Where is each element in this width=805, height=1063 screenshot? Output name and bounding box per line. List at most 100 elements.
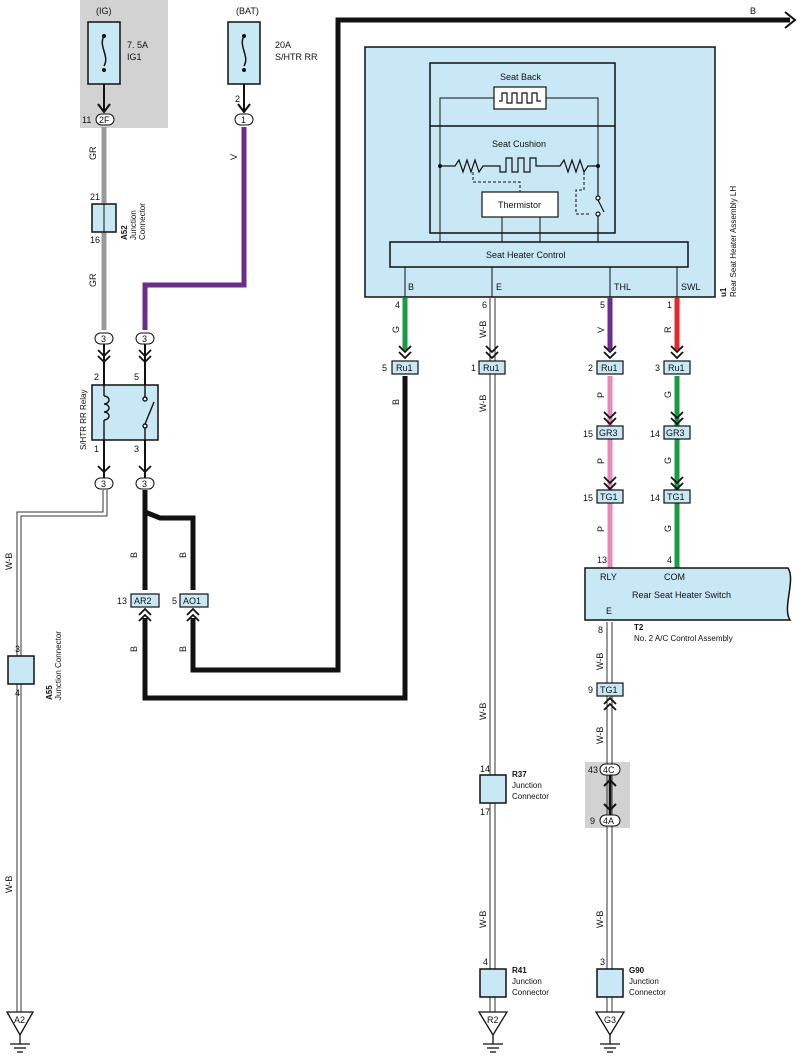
- bat-fuse-name: S/HTR RR: [275, 52, 318, 62]
- seat-heater-control-box: [389, 241, 689, 268]
- wb-label-t2-1: W-B: [595, 653, 605, 670]
- ru1-arrows-icon: [398, 345, 684, 360]
- b-wire-ao1-loop: [190, 17, 790, 673]
- r41-pin-top: 4: [483, 957, 488, 967]
- v-wire-bat: [142, 127, 247, 330]
- b-label-relay-right: B: [178, 552, 188, 558]
- relay-pin-coil-top: 2: [94, 372, 99, 382]
- g-label-swl-2: G: [663, 457, 673, 464]
- b-label-ar2-bot: B: [129, 646, 139, 652]
- ig-fuse-term2: [102, 68, 106, 72]
- r41-line1: Junction: [512, 977, 542, 986]
- a52-pin-bot: 16: [90, 235, 100, 245]
- gr3-name-p: GR3: [599, 428, 618, 438]
- seat-back-heater-icon: [499, 92, 541, 104]
- ig-conn-label: 2F: [99, 115, 110, 125]
- r41-code: R41: [512, 966, 527, 975]
- thermistor-box: [481, 191, 559, 218]
- wb-wire-a55: [16, 490, 108, 1012]
- wb-label-a55-top: W-B: [4, 553, 14, 570]
- r37-box: [479, 774, 507, 804]
- r41-line2: Connector: [512, 988, 549, 997]
- ig-fuse-box: [87, 21, 121, 85]
- conn-4c-arrow-icon: [603, 778, 617, 787]
- tg1-pin-p: 15: [583, 493, 593, 503]
- bat-conn-1: [234, 113, 254, 126]
- ground-g3-label: G3: [604, 1015, 616, 1025]
- ao1-arrow-icon: [186, 607, 200, 622]
- r37-pin-top: 14: [480, 764, 490, 774]
- ground-a2-icon: [5, 1011, 35, 1053]
- gr3-conn-p: [596, 425, 624, 440]
- thermistor-leads: [501, 217, 541, 242]
- conn-4c-pin: 43: [588, 765, 598, 775]
- ao1-name: AO1: [183, 596, 201, 606]
- wb-label-t2-2: W-B: [595, 727, 605, 744]
- conn-4a-pin: 9: [590, 816, 595, 826]
- u1-term-b: B: [408, 282, 414, 292]
- control-terminal-leads: [404, 267, 678, 297]
- wb-label-e-r37: W-B: [478, 703, 488, 720]
- g-label-swl-1: G: [663, 391, 673, 398]
- tg1-wb-arrow-icon: [603, 696, 617, 711]
- ru1-name-swl: Ru1: [668, 363, 685, 373]
- g90-box: [596, 968, 624, 998]
- bat-fuse-term: [242, 34, 246, 38]
- conn-4c-name: 4C: [603, 765, 615, 775]
- a52-line2: Connector: [138, 203, 147, 240]
- relay-pin-sw-bot: 3: [134, 444, 139, 454]
- g-label-swl-3: G: [663, 525, 673, 532]
- relay-pin-sw-top: 5: [134, 372, 139, 382]
- u1-code: u1: [719, 287, 728, 297]
- ru1-conn-thl: [596, 360, 624, 375]
- r37-code: R37: [512, 770, 527, 779]
- t2-pin-rly: 13: [597, 555, 607, 565]
- t2-code: T2: [634, 623, 644, 632]
- a55-line1: Junction Connector: [54, 631, 63, 700]
- tg1-conn-g: [663, 489, 691, 504]
- g90-code: G90: [629, 966, 645, 975]
- t2-e: E: [606, 606, 612, 616]
- t2-pin-e: 8: [598, 625, 603, 635]
- relay-coil-icon: [103, 395, 110, 421]
- gr3-pin-g: 14: [650, 429, 660, 439]
- u1-name: Rear Seat Heater Assembly LH: [729, 186, 738, 297]
- b-bus-arrow-icon: [784, 11, 797, 29]
- ar2-conn: [130, 593, 160, 608]
- ru1-name-e: Ru1: [483, 363, 500, 373]
- tg1-name-p: TG1: [600, 492, 618, 502]
- a55-pin-top: 3: [15, 644, 20, 654]
- ig-pin: 11: [82, 115, 91, 125]
- gr-label-2: GR: [88, 273, 98, 287]
- ground-a2-label: A2: [14, 1015, 25, 1025]
- r41-box: [479, 968, 507, 998]
- relay-conn-bot-right-label: 3: [142, 479, 147, 489]
- ground-r2-icon: [477, 1011, 509, 1053]
- relay-pin-coil-bot: 1: [94, 444, 99, 454]
- u1-term-swl: SWL: [681, 282, 701, 292]
- bat-fuse-term2: [242, 68, 246, 72]
- wb-label-t2-3: W-B: [595, 911, 605, 928]
- b-wire-ar2-loop: [142, 376, 408, 701]
- thermal-switch-icon: [595, 166, 605, 242]
- relay-arrow-bl-icon: [97, 465, 111, 474]
- ig-fuse-term: [102, 34, 106, 38]
- bat-fuse-icon: [241, 35, 247, 67]
- conn-4a: [599, 814, 621, 827]
- ru1-pin-thl: 2: [588, 363, 593, 373]
- gr3-conn-g: [663, 425, 691, 440]
- bat-arrow-icon: [237, 103, 251, 114]
- ru1-pin-b: 5: [382, 363, 387, 373]
- tg1-name-wb: TG1: [600, 685, 618, 695]
- ig-fuse-icon: [101, 35, 107, 67]
- ao1-conn: [179, 593, 209, 608]
- ru1-conn-b: [391, 360, 419, 375]
- ru1-pin-swl: 3: [655, 363, 660, 373]
- conn-4a-arrow-icon: [603, 803, 617, 812]
- t2-com: COM: [664, 572, 685, 582]
- seat-cushion-label: Seat Cushion: [492, 139, 546, 149]
- a55-pin-bot: 4: [15, 688, 20, 698]
- a52-code: A52: [120, 225, 129, 240]
- g90-line2: Connector: [629, 988, 666, 997]
- ru1-pin-e: 1: [471, 363, 476, 373]
